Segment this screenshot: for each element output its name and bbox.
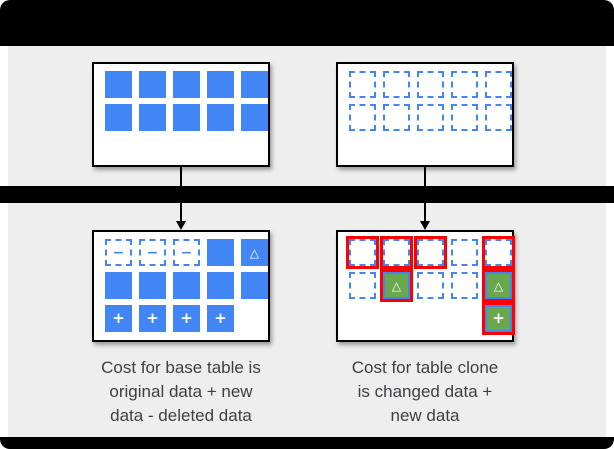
cell-minus: − — [173, 239, 200, 266]
cell-plus: + — [139, 305, 166, 332]
cell-solid — [173, 71, 200, 98]
cell-dashed — [417, 71, 444, 98]
cell-solid — [139, 71, 166, 98]
cell-solid — [139, 272, 166, 299]
base-table-original-grid — [94, 64, 268, 131]
base-table-arrow-down-icon — [176, 167, 186, 230]
cell-solid — [105, 272, 132, 299]
cell-solid — [207, 71, 234, 98]
table-clone-changed-grid: △△+ — [338, 232, 515, 335]
cell-solid — [241, 71, 268, 98]
cell-dashed — [451, 239, 478, 266]
cell-dashed — [451, 272, 478, 299]
bottom-black-bar — [0, 437, 614, 449]
cell-green-plus: + — [482, 302, 515, 335]
table-clone-cost-caption: Cost for table clone is changed data + n… — [351, 358, 499, 425]
cell-dashed — [383, 104, 410, 131]
cell-dashed — [349, 104, 376, 131]
cell-solid — [173, 104, 200, 131]
cell-dashed — [417, 272, 444, 299]
cell-dashed — [451, 71, 478, 98]
cell-solid — [207, 104, 234, 131]
base-table-changed-box: −−−△++++ — [92, 230, 270, 342]
cell-plus: + — [207, 305, 234, 332]
cell-dashed-red — [482, 236, 515, 269]
cell-dashed — [349, 272, 376, 299]
cell-dashed-red — [414, 236, 447, 269]
cell-green-delta: △ — [482, 269, 515, 302]
cell-minus: − — [105, 239, 132, 266]
cell-plus: + — [173, 305, 200, 332]
cell-dashed — [383, 71, 410, 98]
cell-solid — [207, 239, 234, 266]
table-clone-original-grid — [338, 64, 512, 131]
cell-solid — [173, 272, 200, 299]
cell-green-delta: △ — [380, 269, 413, 302]
cell-dashed-red — [380, 236, 413, 269]
cell-minus: − — [139, 239, 166, 266]
table-clone-changed-box: △△+ — [336, 230, 515, 342]
cell-dashed — [349, 71, 376, 98]
cell-solid — [105, 71, 132, 98]
cell-delta: △ — [241, 239, 268, 266]
table-clone-arrow-down-icon — [420, 167, 430, 230]
cell-solid — [207, 272, 234, 299]
cell-dashed — [417, 104, 444, 131]
cell-solid — [241, 104, 268, 131]
middle-divider-bar — [0, 186, 614, 203]
cell-solid — [241, 272, 268, 299]
cell-plus: + — [105, 305, 132, 332]
cell-dashed — [451, 104, 478, 131]
base-table-original-box — [92, 62, 270, 167]
cell-dashed-red — [346, 236, 379, 269]
cell-solid — [105, 104, 132, 131]
base-table-changed-grid: −−−△++++ — [94, 232, 268, 332]
cell-dashed — [485, 104, 512, 131]
cell-dashed — [485, 71, 512, 98]
table-clone-original-box — [336, 62, 514, 167]
top-black-bar — [0, 0, 614, 46]
base-table-cost-caption: Cost for base table is original data + n… — [101, 358, 261, 425]
cell-solid — [139, 104, 166, 131]
